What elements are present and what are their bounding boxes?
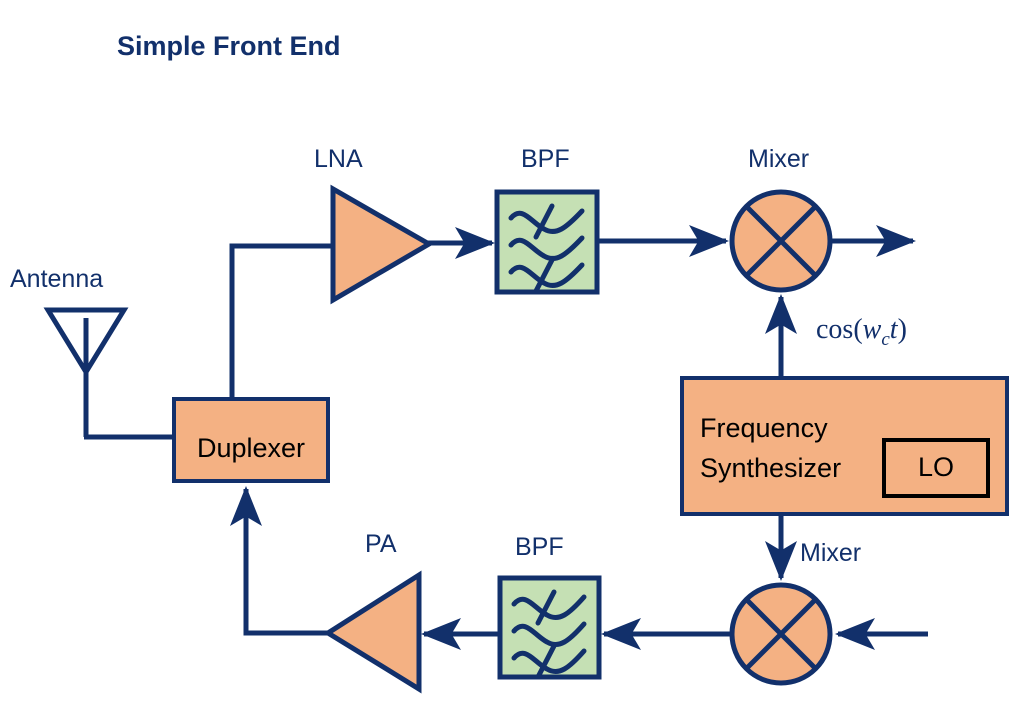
page-title: Simple Front End [117,31,341,61]
carrier-t: t [890,314,899,345]
carrier-w: w [863,314,882,345]
carrier-cos: cos( [816,314,863,345]
amplifier-triangle-icon-lna[interactable] [330,184,434,305]
mixer-circle-x-icon-top[interactable] [729,189,833,293]
duplexer-label: Duplexer [197,433,305,463]
carrier-c-subscript: c [881,329,890,350]
duplexer-block[interactable]: Duplexer [172,397,330,483]
wire-duplexer-to-lna [229,243,334,400]
bandpass-filter-icon-top[interactable] [494,189,600,295]
antenna-label: Antenna [10,265,103,293]
frequency-synthesizer-block[interactable]: Frequency Synthesizer LO [680,376,1009,516]
mixer-top-label: Mixer [748,145,809,173]
synthesizer-label-line1: Frequency [700,413,828,443]
amplifier-triangle-icon-pa[interactable] [323,570,422,694]
carrier-close-paren: ) [898,314,907,345]
bpf-top-label: BPF [521,145,570,173]
mixer-circle-x-icon-bottom[interactable] [729,582,833,686]
carrier-formula: cos(wct) [816,314,907,350]
pa-label: PA [365,530,397,558]
bpf-bottom-label: BPF [515,533,564,561]
antenna-icon [43,307,129,437]
lo-sub-block[interactable]: LO [882,438,990,498]
mixer-bottom-label: Mixer [800,539,861,567]
lo-label: LO [918,452,954,482]
wire-pa-to-duplexer [229,486,330,636]
svg-text:cos(wct): cos(wct) [816,314,907,350]
synthesizer-label-line2: Synthesizer [700,453,841,483]
bandpass-filter-icon-bottom[interactable] [497,575,602,680]
lna-label: LNA [314,145,363,173]
